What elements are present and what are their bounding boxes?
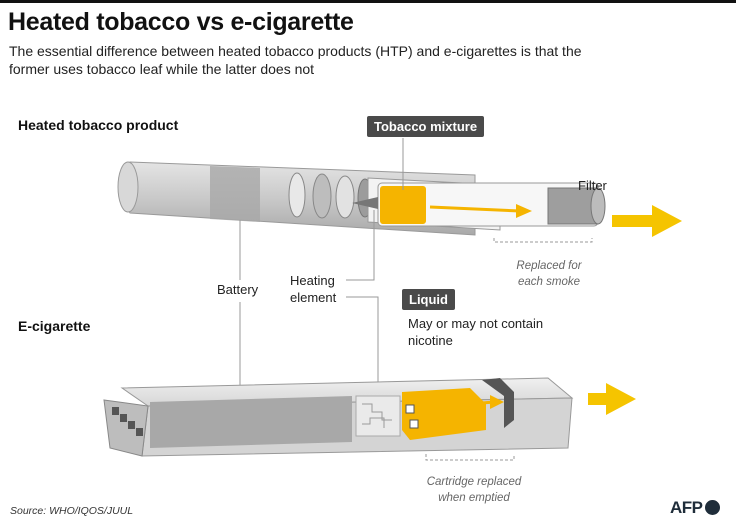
afp-logo-dot-icon <box>704 500 720 515</box>
liquid-cartridge <box>402 388 486 440</box>
cartridge-note-line-2: when emptied <box>438 492 510 504</box>
section-htp-label: Heated tobacco product <box>18 117 179 133</box>
nicotine-note-line-1: May or may not contain <box>408 316 544 331</box>
replaced-note: Replaced for each smoke <box>494 258 604 290</box>
leader-lines <box>239 138 404 398</box>
top-rule <box>0 0 736 3</box>
nicotine-note: May or may not contain nicotine <box>408 315 543 349</box>
nicotine-note-line-2: nicotine <box>408 333 453 348</box>
source-note: Source: WHO/IQOS/JUUL <box>10 505 134 517</box>
replaced-note-line-2: each smoke <box>517 276 580 288</box>
page-title: Heated tobacco vs e-cigarette <box>8 8 354 36</box>
cartridge-bracket <box>425 454 515 461</box>
cartridge-note: Cartridge replaced when emptied <box>418 474 530 506</box>
smoke-arrow-icon <box>612 205 682 237</box>
battery-label: Battery <box>217 282 259 297</box>
vapor-arrow-icon <box>588 383 636 415</box>
filter-label: Filter <box>578 178 607 193</box>
e-cigarette-device <box>103 377 574 457</box>
liquid-callout: Liquid <box>402 289 455 310</box>
tobacco-mixture <box>380 186 426 224</box>
tobacco-stick <box>352 182 606 227</box>
heating-element-label: Heating element <box>290 272 336 306</box>
tobacco-mixture-callout: Tobacco mixture <box>367 116 485 137</box>
replaced-note-line-1: Replaced for <box>516 260 582 272</box>
afp-logo: AFP <box>670 498 720 518</box>
afp-logo-text: AFP <box>670 498 703 517</box>
heating-element-line-2: element <box>290 290 337 305</box>
replaced-bracket <box>493 238 593 243</box>
heating-element-line-1: Heating <box>290 273 335 288</box>
cartridge-note-line-1: Cartridge replaced <box>426 476 522 488</box>
page-subtitle: The essential difference between heated … <box>9 43 582 77</box>
section-ecig-label: E-cigarette <box>18 318 91 334</box>
